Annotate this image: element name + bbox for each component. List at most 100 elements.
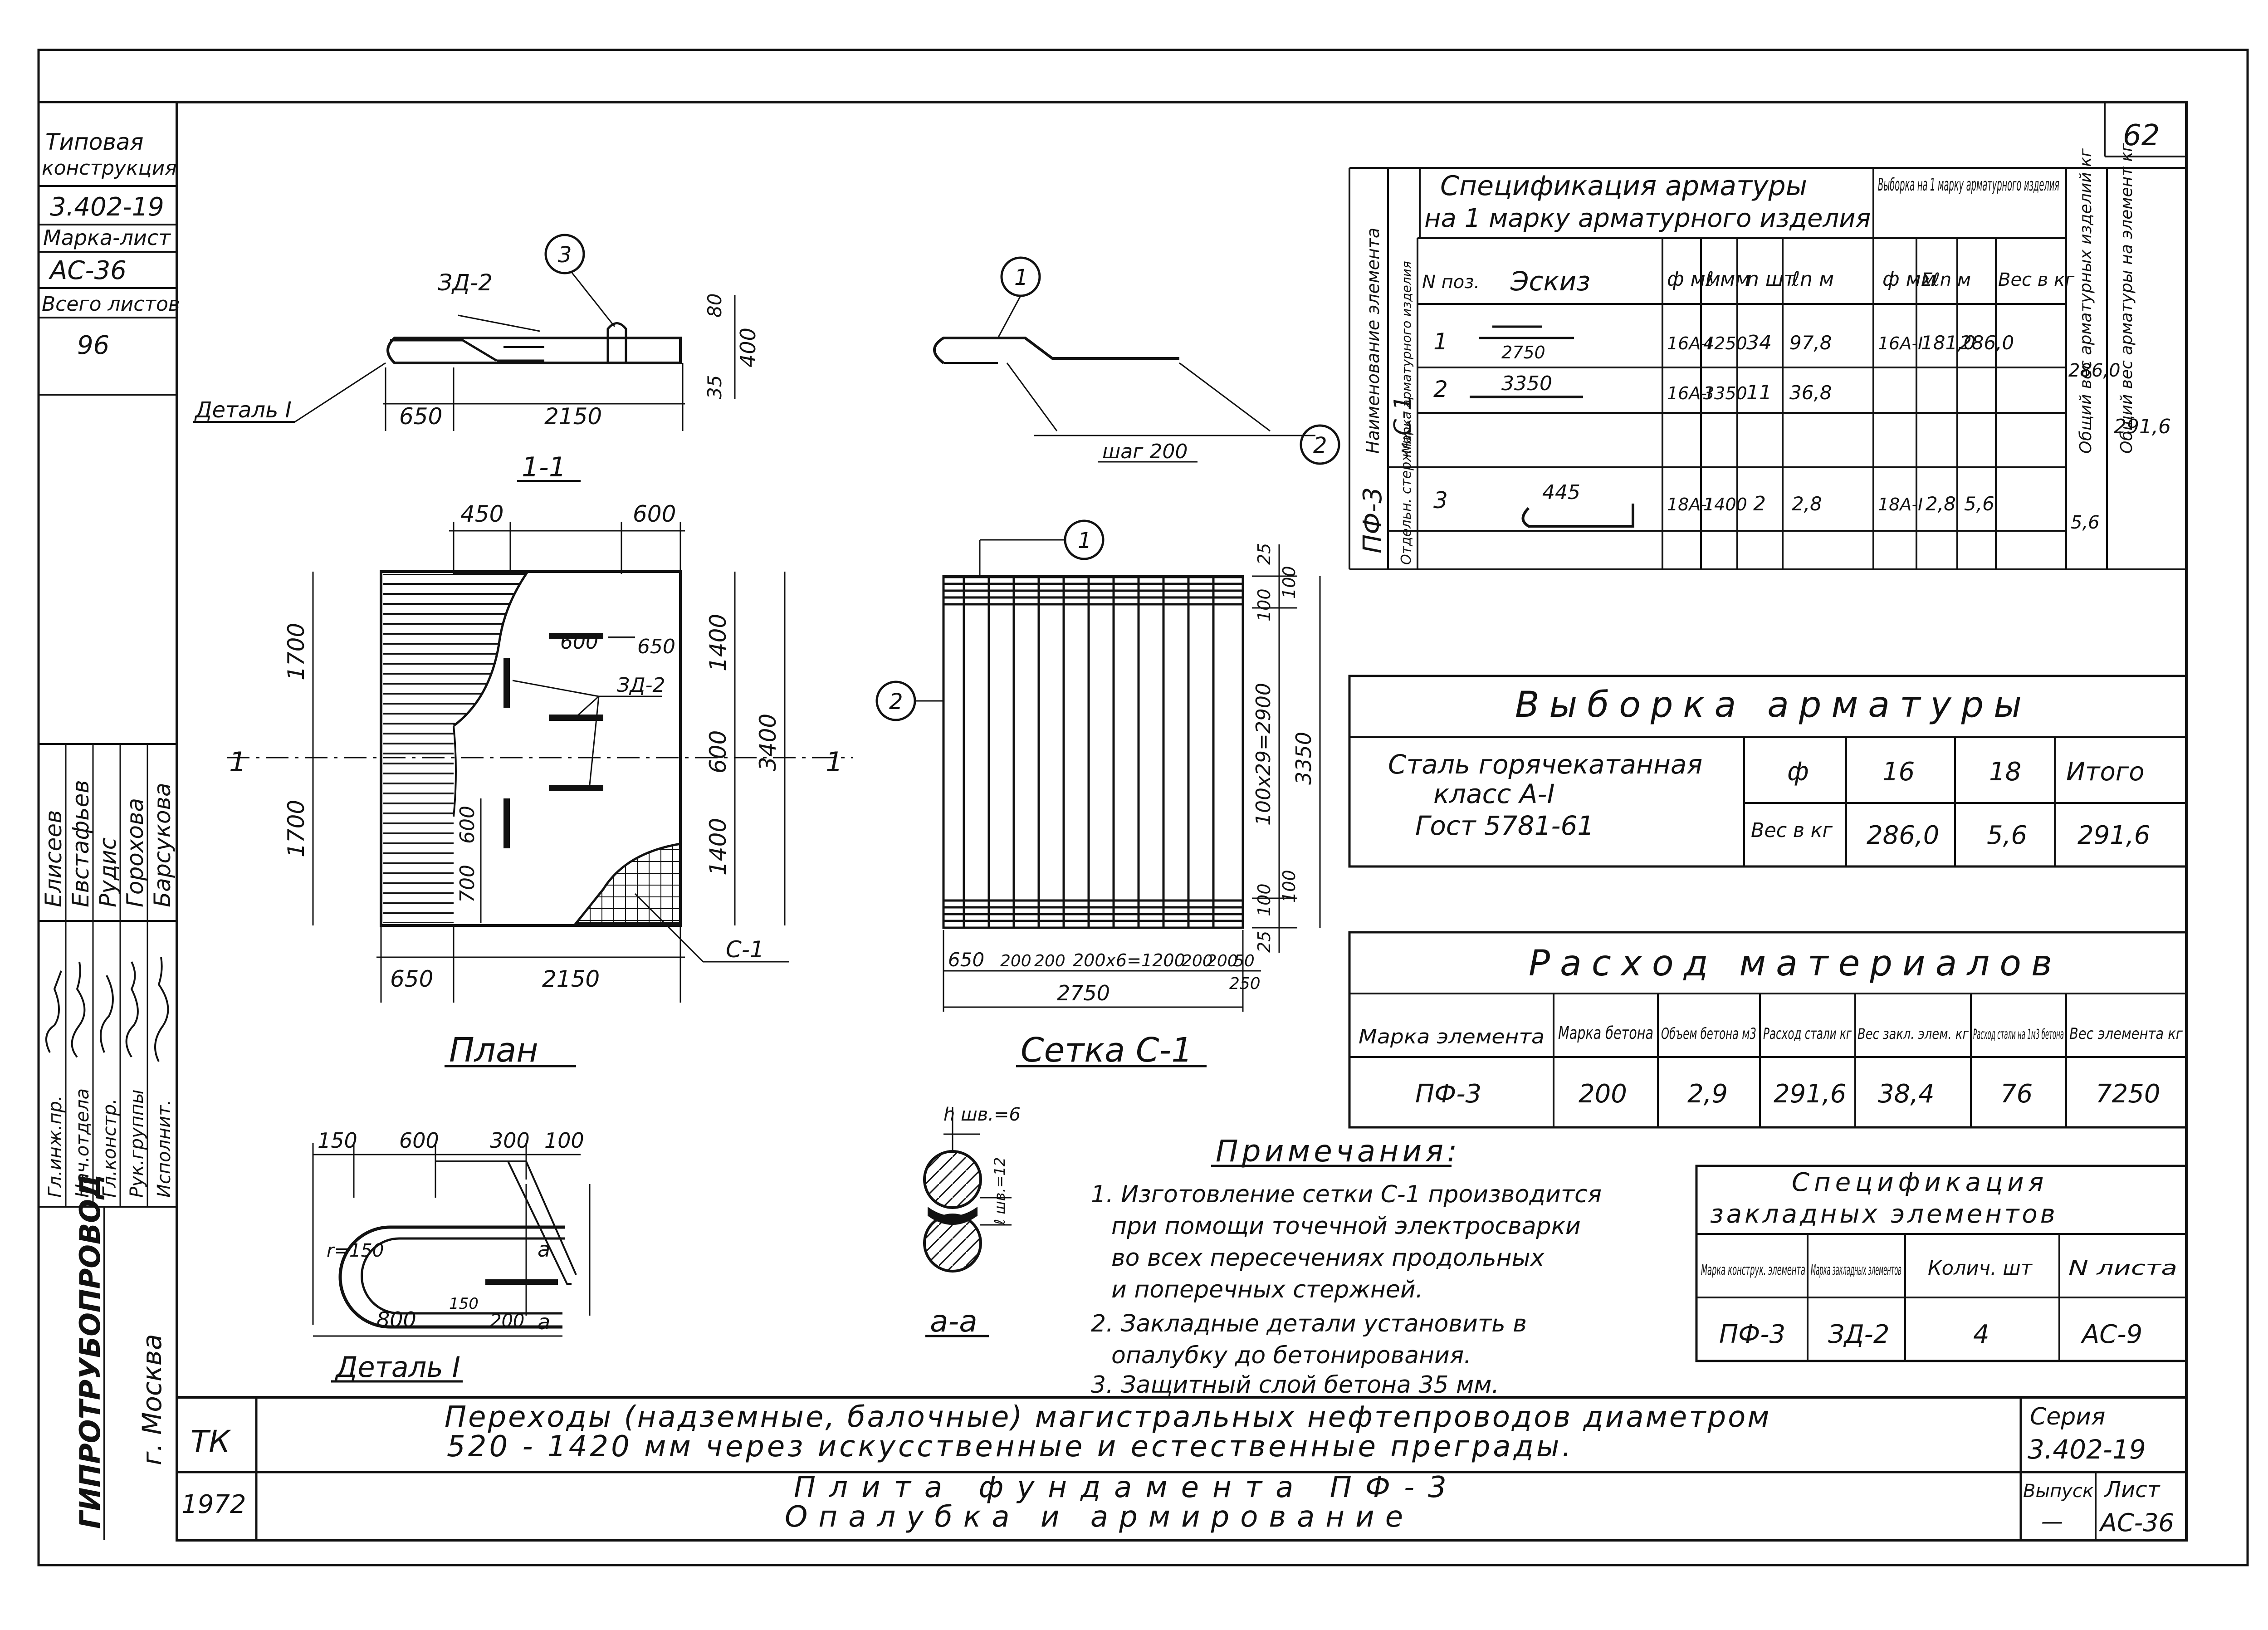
mat-h4: Вес закл. элем. кг xyxy=(1857,1025,1969,1043)
plan-dim-600d: 600 xyxy=(456,806,479,844)
note-3: и поперечных стержней. xyxy=(1111,1276,1423,1303)
mesh-dim-100a: 100 xyxy=(1279,566,1299,599)
detail-dim-100: 100 xyxy=(544,1128,584,1153)
element-mark: ПФ-3 xyxy=(1358,487,1388,553)
detail-dim-200: 200 xyxy=(490,1311,524,1331)
plan-dim-1400a: 1400 xyxy=(705,614,731,671)
mat-r6: 7250 xyxy=(2096,1079,2160,1109)
type-label-2: конструкция xyxy=(42,157,177,180)
steel-1: Сталь горячекатанная xyxy=(1388,749,1702,780)
detail-cut-top: а xyxy=(538,1237,550,1262)
row2-d: 16А-I xyxy=(1667,383,1712,403)
type-code: 3.402-19 xyxy=(50,192,164,222)
detail-dim-150b: 150 xyxy=(449,1295,479,1313)
row1-d: 16А-I xyxy=(1667,333,1712,353)
vyb-phi: ф xyxy=(1787,757,1809,787)
plan-dim-650: 650 xyxy=(390,966,433,992)
role-4: Исполнит. xyxy=(154,1100,175,1198)
mat-r0: ПФ-3 xyxy=(1415,1079,1481,1109)
emb-r2: 4 xyxy=(1973,1320,1989,1349)
mesh-dim-250: 250 xyxy=(1229,974,1261,993)
row1-l: 4250 xyxy=(1703,333,1747,353)
detail-1: 150 600 300 100 r=150 800 150 200 а а Де… xyxy=(312,1128,591,1384)
plan-dim-1700a: 1700 xyxy=(283,623,309,680)
name-2: Рудис xyxy=(95,837,121,907)
total-label: Всего листов xyxy=(42,293,180,316)
section-1-1: ЗД-2 3 650 2150 80 400 35 1-1 Деталь I xyxy=(193,234,760,483)
name-3: Горохова xyxy=(122,798,148,907)
name-4: Барсукова xyxy=(149,783,176,907)
plan-mesh-label: С-1 xyxy=(726,936,764,963)
detail-radius: r=150 xyxy=(327,1240,384,1261)
mesh-c1-view: 1 2 25 100 100 100x29=2900 3350 100 100 … xyxy=(875,519,1321,1070)
mat-h0: Марка элемента xyxy=(1359,1025,1545,1048)
dim-650: 650 xyxy=(399,403,442,430)
tb-year: 1972 xyxy=(181,1490,246,1519)
plan-view: ЗД-2 600 650 1 1 450 600 1700 1700 1400 … xyxy=(227,501,853,1070)
role-1: Нач.отдела xyxy=(72,1088,93,1198)
row2-ln: 36,8 xyxy=(1789,382,1832,404)
tb-issue-label: Выпуск xyxy=(2023,1481,2093,1502)
sidebar: Типовая конструкция 3.402-19 Марка-лист … xyxy=(39,101,180,1540)
cut-mark-right: 1 xyxy=(826,746,843,778)
city: г. Москва xyxy=(137,1334,167,1465)
mesh-callout-2: 2 xyxy=(889,689,903,715)
hdr-sln: Σℓn м xyxy=(1921,269,1971,290)
tb-series: 3.402-19 xyxy=(2028,1434,2146,1465)
steel-2: класс А-I xyxy=(1433,778,1555,809)
tb-sheet-label: Лист xyxy=(2104,1477,2161,1503)
vyb-w16: 286,0 xyxy=(1867,821,1939,850)
signatures xyxy=(45,957,169,1062)
role-2: Гл.констр. xyxy=(99,1098,120,1198)
plan-dim-2150: 2150 xyxy=(542,966,600,992)
mesh-title: Сетка С-1 xyxy=(1021,1031,1193,1070)
hdr-ln: ℓn м xyxy=(1791,268,1834,291)
mark-c1: С-1 xyxy=(1389,396,1417,436)
name-1: Евстафьев xyxy=(68,780,94,907)
plan-dim-700: 700 xyxy=(456,865,479,903)
vyb-w-total: 291,6 xyxy=(2077,821,2150,850)
spec-table: Спецификация арматуры на 1 марку арматур… xyxy=(1349,143,2186,570)
mat-r1: 200 xyxy=(1579,1079,1627,1109)
cut-mark-left: 1 xyxy=(229,746,246,778)
steel-3: Гост 5781-61 xyxy=(1415,810,1594,841)
plan-dim-450: 450 xyxy=(460,501,503,527)
col-total-weight: Общий вес арматурных изделий кг xyxy=(2077,148,2095,454)
row3-l: 1400 xyxy=(1703,494,1747,514)
hdr-pos: N поз. xyxy=(1422,272,1480,293)
spec-title-2: на 1 марку арматурного изделия xyxy=(1424,204,1871,233)
vyb-weight-label: Вес в кг xyxy=(1751,819,1833,842)
mat-r5: 76 xyxy=(2000,1079,2033,1109)
mesh-dim-1200: 200x6=1200 xyxy=(1073,950,1185,970)
note-0: 1. Изготовление сетки С-1 производится xyxy=(1091,1181,1602,1208)
plan-dim-600: 600 xyxy=(633,501,676,527)
emb-title-2: закладных элементов xyxy=(1710,1199,2058,1229)
row3-sd: 18А-I xyxy=(1878,494,1923,514)
mat-h1: Марка бетона xyxy=(1558,1023,1653,1043)
vyborka-title: Выборка арматуры xyxy=(1515,685,2032,725)
note-4: 2. Закладные детали установить в xyxy=(1091,1310,1527,1337)
hdr-l: ℓ мм xyxy=(1705,268,1750,291)
notes: Примечания: 1. Изготовление сетки С-1 пр… xyxy=(1091,1134,1602,1399)
section-a-a: h шв.=6 ℓ шв.=12 а-а xyxy=(923,1104,1021,1339)
type-label-1: Типовая xyxy=(45,129,144,155)
spec-title-1: Спецификация арматуры xyxy=(1440,170,1807,202)
col-name: Наименование элемента xyxy=(1363,228,1383,454)
tb-line-3: Плита фундамента ПФ-3 xyxy=(794,1471,1460,1504)
detail-title: Деталь I xyxy=(334,1351,460,1384)
sketch-2-dim: 3350 xyxy=(1501,372,1552,395)
hdr-n: n шт xyxy=(1746,268,1796,291)
mark-label: Марка-лист xyxy=(43,225,171,250)
title-block: ТК 1972 Переходы (надземные, балочные) м… xyxy=(177,1396,2186,1540)
weld-length: ℓ шв.=12 xyxy=(991,1157,1008,1225)
vyb-d16: 16 xyxy=(1882,757,1915,787)
row3-sln: 2,8 xyxy=(1926,493,1956,515)
org-name: ГИПРОТРУБОПРОВОД xyxy=(73,1174,107,1529)
mat-h6: Вес элемента кг xyxy=(2069,1025,2183,1043)
mesh-dim-3350: 3350 xyxy=(1291,732,1316,785)
callout-1-sketch: 1 xyxy=(1014,265,1028,290)
vyb-total-label: Итого xyxy=(2066,757,2144,787)
detail-dim-300: 300 xyxy=(490,1128,530,1153)
